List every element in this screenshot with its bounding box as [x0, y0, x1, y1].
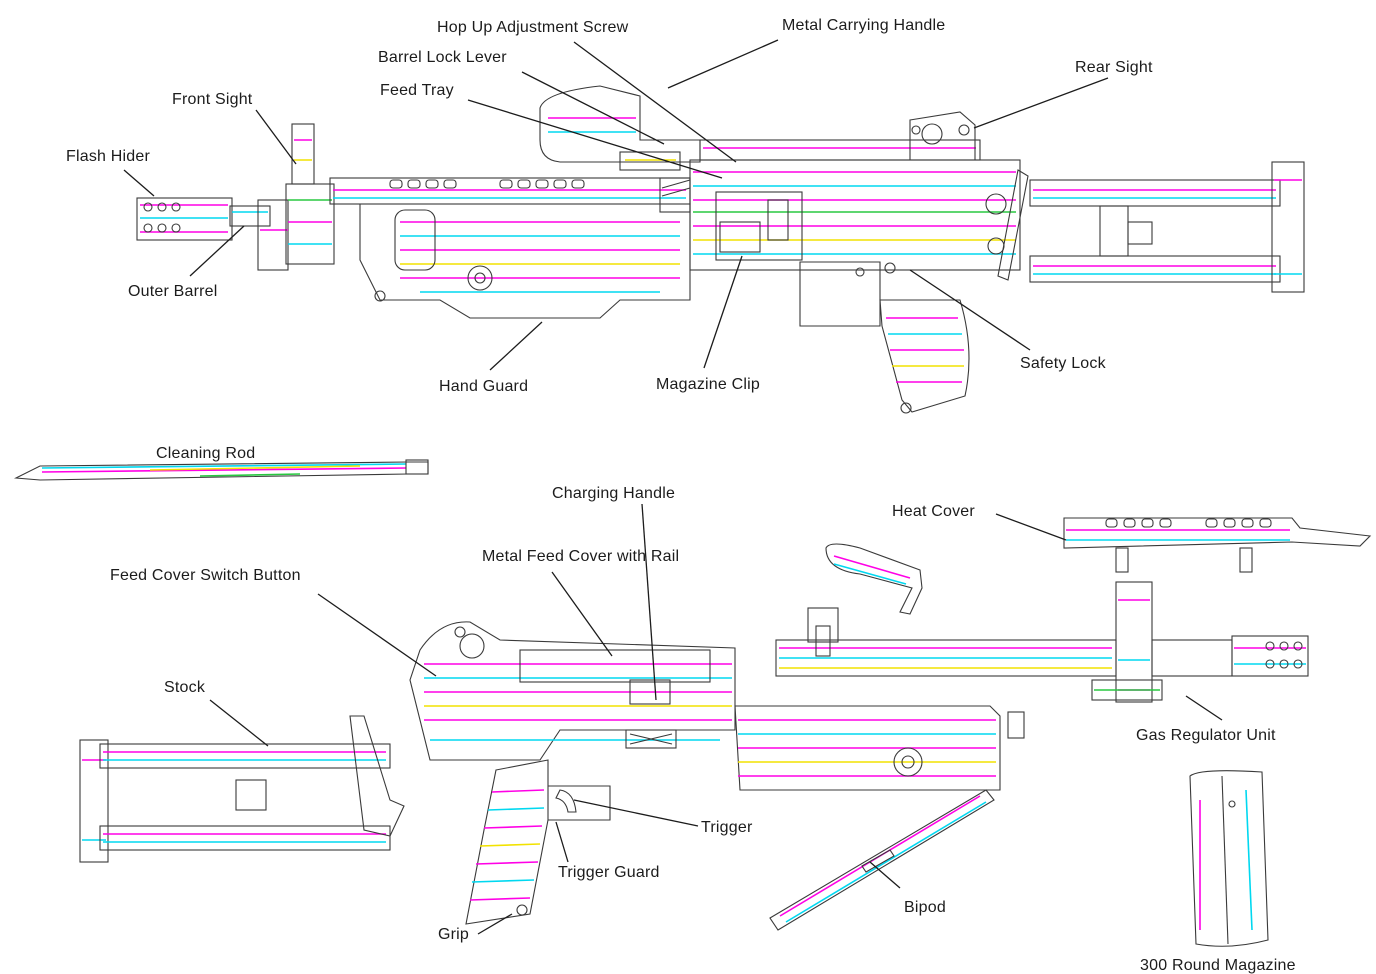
label-feed-tray: Feed Tray — [380, 82, 454, 99]
leader-bipod — [869, 861, 901, 889]
leader-feed-cover-switch-button — [317, 593, 437, 677]
barrel-assembly-part — [775, 581, 1309, 703]
front-sight-part — [285, 123, 335, 265]
leader-grip — [477, 913, 513, 935]
assembled-gun-drawing — [136, 85, 1305, 414]
label-front-sight: Front Sight — [172, 91, 253, 108]
bipod-part — [769, 789, 995, 931]
rear-sight-part — [909, 111, 976, 161]
outer-barrel-part — [229, 199, 289, 271]
hand-guard-part-exploded — [734, 705, 1025, 791]
grip-part-exploded — [465, 759, 611, 925]
stock-part-assembled — [1029, 161, 1305, 293]
label-charging-handle: Charging Handle — [552, 485, 675, 502]
leader-flash-hider — [123, 169, 155, 197]
label-rear-sight: Rear Sight — [1075, 59, 1153, 76]
leader-metal-feed-cover — [551, 571, 613, 657]
flash-hider-part — [136, 197, 233, 241]
leader-barrel-lock-lever — [521, 71, 665, 145]
label-safety-lock: Safety Lock — [1020, 355, 1107, 372]
label-bipod: Bipod — [904, 899, 946, 916]
label-flash-hider: Flash Hider — [66, 148, 150, 165]
label-barrel-lock-lever: Barrel Lock Lever — [378, 49, 507, 66]
leader-hop-up-adjustment-screw — [573, 41, 737, 163]
leader-feed-tray — [467, 99, 723, 179]
stock-part-exploded — [79, 715, 405, 863]
label-hand-guard: Hand Guard — [439, 378, 528, 395]
leader-stock — [209, 699, 269, 747]
upper-barrel-shroud — [329, 177, 691, 205]
label-feed-cover-switch-button: Feed Cover Switch Button — [110, 567, 301, 584]
label-heat-cover: Heat Cover — [892, 503, 975, 520]
cleaning-rod-drawing — [13, 459, 429, 481]
label-outer-barrel: Outer Barrel — [128, 283, 218, 300]
charging-handle-part — [825, 543, 923, 615]
carrying-handle-part — [539, 85, 981, 213]
leader-rear-sight — [973, 77, 1109, 129]
label-magazine-clip: Magazine Clip — [656, 376, 760, 393]
label-metal-carrying-handle: Metal Carrying Handle — [782, 17, 945, 34]
part-labels: Hop Up Adjustment Screw Metal Carrying H… — [66, 17, 1296, 974]
label-300-round-magazine: 300 Round Magazine — [1140, 957, 1296, 974]
heat-cover-part — [1063, 517, 1372, 573]
leader-magazine-clip — [703, 255, 743, 369]
leader-front-sight — [255, 109, 297, 165]
leader-safety-lock — [909, 269, 1031, 351]
leader-charging-handle — [641, 503, 657, 701]
label-gas-regulator-unit: Gas Regulator Unit — [1136, 727, 1276, 744]
label-metal-feed-cover-with-rail: Metal Feed Cover with Rail — [482, 548, 679, 565]
label-hop-up-adjustment-screw: Hop Up Adjustment Screw — [437, 19, 629, 36]
receiver-part — [689, 159, 1029, 281]
label-trigger-guard: Trigger Guard — [558, 864, 660, 881]
leader-hand-guard — [489, 321, 543, 371]
leader-gas-regulator-unit — [1185, 695, 1223, 721]
magazine-part — [1189, 770, 1269, 947]
leader-trigger-guard — [555, 821, 569, 863]
label-grip: Grip — [438, 926, 469, 943]
grip-part-assembled — [799, 261, 970, 414]
label-stock: Stock — [164, 679, 206, 696]
leader-outer-barrel — [189, 225, 245, 277]
exploded-parts-drawing — [79, 517, 1372, 947]
label-trigger: Trigger — [701, 819, 753, 836]
leader-trigger — [573, 799, 699, 827]
label-cleaning-rod: Cleaning Rod — [156, 445, 255, 462]
hand-guard-part — [359, 203, 691, 319]
leader-lines — [123, 39, 1223, 935]
receiver-part-exploded — [409, 621, 736, 761]
leader-heat-cover — [995, 513, 1067, 541]
leader-metal-carrying-handle — [667, 39, 779, 89]
